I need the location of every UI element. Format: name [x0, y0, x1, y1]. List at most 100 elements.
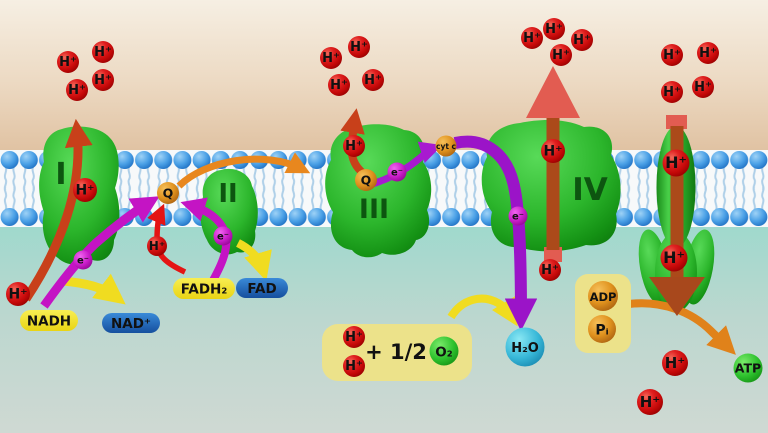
plus-half-label: + 1/2: [365, 340, 427, 364]
pi-circle: [588, 315, 616, 343]
proton-ion: H⁺: [57, 51, 79, 73]
electron-circle: [73, 250, 93, 270]
proton-circle: [343, 355, 365, 377]
proton-label: H⁺: [665, 153, 687, 172]
proton-label: H⁺: [68, 83, 86, 98]
proton-circle: [521, 27, 543, 49]
q-label: Q: [163, 186, 174, 201]
proton-label: H⁺: [543, 144, 562, 160]
proton-label: H⁺: [330, 78, 348, 93]
proton-label: H⁺: [663, 248, 685, 267]
proton-circle: [66, 79, 88, 101]
complex-iii-blob: [325, 124, 432, 258]
proton-circle: [343, 135, 365, 157]
electron: e⁻: [73, 250, 93, 270]
proton-ion: H⁺: [92, 41, 114, 63]
proton-ion: H⁺: [320, 47, 342, 69]
cytc-label: cyt c: [436, 142, 456, 151]
electron: e⁻: [508, 206, 528, 226]
proton-circle: [661, 44, 683, 66]
h2o-circle: [505, 327, 545, 367]
proton-label: H⁺: [545, 22, 563, 37]
proton-circle: [662, 350, 688, 376]
proton-ion: H⁺: [662, 149, 690, 177]
nadh-pill-bg: [20, 310, 78, 331]
fad-pill-bg: [236, 278, 288, 298]
nad-pill-bg: [102, 313, 160, 333]
proton-circle: [362, 69, 384, 91]
proton-circle: [662, 149, 690, 177]
electron-label: e⁻: [391, 168, 403, 179]
cytc-circle: [435, 135, 457, 157]
fadh2-label: FADH₂: [181, 282, 228, 298]
atp-circle: [733, 353, 763, 383]
proton-ion: H⁺: [6, 282, 30, 306]
proton-label: H⁺: [94, 73, 112, 88]
electron-label: e⁻: [77, 256, 89, 267]
proton-circle: [543, 18, 565, 40]
electron: e⁻: [213, 226, 233, 246]
proton-label: H⁺: [640, 393, 660, 411]
proton-label: H⁺: [345, 330, 363, 345]
nadh-pill: NADH: [20, 310, 78, 331]
electron-label: e⁻: [217, 232, 229, 243]
proton-circle: [6, 282, 30, 306]
proton-ion: H⁺: [343, 355, 365, 377]
proton-circle: [92, 41, 114, 63]
adp-circle: [588, 281, 618, 311]
atp-label: ATP: [735, 361, 761, 376]
adp-to-atp-arrow: [628, 299, 736, 355]
proton-circle: [147, 236, 167, 256]
proton-ion: H⁺: [661, 81, 683, 103]
proton-ion: H⁺: [66, 79, 88, 101]
arrow-head: [649, 277, 705, 316]
proton-circle: [550, 44, 572, 66]
ubiquinone-q1: Q: [157, 182, 179, 204]
proton-label: H⁺: [345, 359, 363, 374]
q-circle: [157, 182, 179, 204]
proton-label: H⁺: [694, 80, 712, 95]
q-circle: [355, 169, 377, 191]
arrow-shaft: [546, 112, 560, 250]
nadh-to-nad-arrow: [62, 273, 126, 305]
electron-label: e⁻: [512, 212, 524, 223]
protons: H⁺ H⁺ H⁺ H⁺ H⁺ H⁺ H⁺ H⁺ H⁺ H⁺ H⁺ H⁺ H⁺ H⁺ H⁺ H⁺ H⁺ H⁺ H⁺ H⁺…: [6, 18, 719, 415]
complex-i-label: I: [55, 157, 66, 192]
proton-label: H⁺: [75, 183, 94, 199]
proton-circle: [92, 69, 114, 91]
proton-ion: H⁺: [661, 44, 683, 66]
proton-ion: H⁺: [362, 69, 384, 91]
electron-circle: [213, 226, 233, 246]
q-shuttle-orange-arrow: [176, 152, 311, 189]
proton-ion: H⁺: [692, 76, 714, 98]
proton-label: H⁺: [8, 287, 27, 303]
proton-ion: H⁺: [550, 44, 572, 66]
arrow-head: [526, 66, 580, 118]
electrons: e⁻ e⁻ e⁻ e⁻: [73, 162, 528, 270]
arrow-tail-square: [544, 247, 562, 262]
proton-pump-arrow-complex-i: [22, 118, 93, 302]
proton-circle: [637, 389, 663, 415]
h2o-label: H₂O: [511, 341, 539, 356]
proton-ion: H⁺: [147, 236, 167, 256]
proton-ion: H⁺: [541, 139, 565, 163]
proton-label: H⁺: [665, 354, 685, 372]
complex-iv-label: IV: [572, 172, 608, 208]
proton-ion: H⁺: [343, 135, 365, 157]
proton-label: H⁺: [663, 85, 681, 100]
fadh2-to-fad-arrow: [235, 239, 272, 282]
proton-circle: [571, 29, 593, 51]
nad-label: NAD⁺: [111, 316, 151, 332]
electron-arrow-cytc-to-o2: [453, 135, 538, 331]
o2-circle: [429, 336, 459, 366]
proton-circle: [539, 259, 561, 281]
proton-label: H⁺: [345, 139, 363, 154]
proton-ion: H⁺: [662, 350, 688, 376]
proton-label: H⁺: [663, 48, 681, 63]
cytochrome-c: cyt c: [435, 135, 457, 157]
proton-ion: H⁺: [637, 389, 663, 415]
fad-label: FAD: [247, 281, 276, 297]
fad-pill: FAD: [236, 278, 288, 298]
